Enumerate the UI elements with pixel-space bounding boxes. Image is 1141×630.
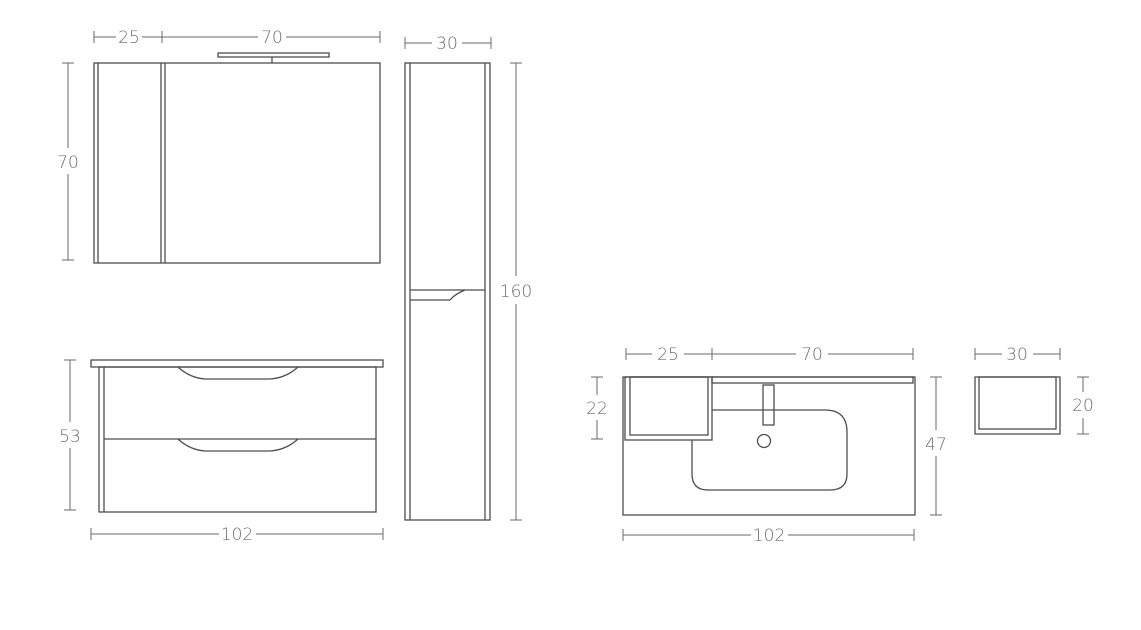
mirror-width-dimension: 25 70 [93, 28, 381, 48]
mirror-height-dimension: 70 [57, 62, 79, 261]
mirror-side-width-label: 25 [118, 28, 140, 48]
base-height-label: 53 [59, 427, 81, 447]
column-height-dimension: 160 [500, 62, 532, 521]
top-view-total-width-label: 102 [753, 526, 785, 546]
shelf-width-label: 30 [1006, 345, 1028, 365]
shelf-depth-label: 20 [1072, 396, 1094, 416]
top-view-main-width-label: 70 [801, 345, 823, 365]
small-shelf-drawing [974, 376, 1061, 435]
top-view-drawing [622, 376, 916, 516]
top-view-depth-dimension: 47 [925, 376, 947, 516]
base-height-dimension: 53 [59, 359, 81, 511]
column-width-dimension: 30 [404, 34, 492, 54]
base-width-dimension: 102 [90, 525, 384, 545]
top-view-total-width-dimension: 102 [622, 526, 915, 546]
top-view-width-dimension: 25 70 [625, 345, 914, 365]
column-width-label: 30 [436, 34, 458, 54]
top-view-depth-label: 47 [925, 435, 947, 455]
tall-column-drawing [404, 62, 491, 521]
top-view-side-width-label: 25 [657, 345, 679, 365]
shelf-width-dimension: 30 [974, 345, 1061, 365]
shelf-depth-dimension: 20 [1072, 376, 1094, 435]
base-width-label: 102 [221, 525, 253, 545]
top-view-side-depth-label: 22 [586, 399, 608, 419]
column-height-label: 160 [500, 282, 532, 302]
base-unit-drawing [90, 359, 384, 513]
mirror-main-width-label: 70 [261, 28, 283, 48]
mirror-cabinet-drawing [93, 52, 381, 264]
top-view-side-depth-dimension: 22 [586, 376, 608, 440]
mirror-height-label: 70 [57, 153, 79, 173]
